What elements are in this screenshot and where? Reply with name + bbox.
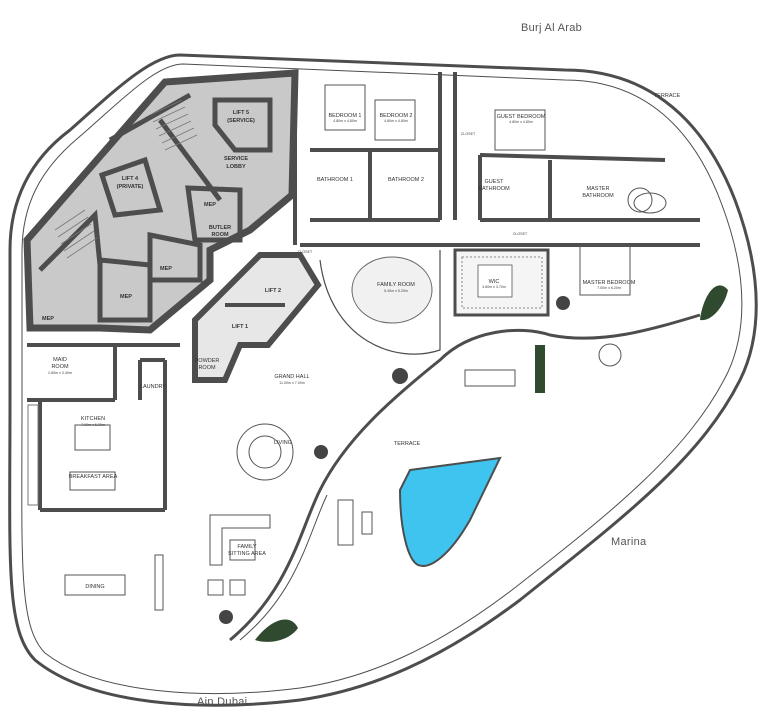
label-lift-5-sub: (SERVICE) bbox=[227, 118, 255, 124]
stair-hatching bbox=[54, 99, 198, 259]
dim-bedroom-1: 4.80m x 4.80m bbox=[333, 119, 357, 123]
inner-terrace-outline bbox=[21, 63, 743, 694]
label-mep-b: MEP bbox=[160, 266, 172, 272]
label-family-sitting-sub: SITTING AREA bbox=[228, 551, 266, 557]
label-dining: DINING bbox=[85, 584, 104, 590]
label-terrace-top: TERRACE bbox=[654, 93, 681, 99]
kitchen-walls bbox=[27, 343, 180, 512]
dim-family-room: 5.40m x 5.20m bbox=[384, 289, 408, 293]
label-mep-c: MEP bbox=[120, 294, 132, 300]
family-room-arc bbox=[319, 250, 441, 355]
label-mep-a: MEP bbox=[204, 202, 216, 208]
label-living: LIVING bbox=[274, 440, 292, 446]
furniture bbox=[64, 84, 667, 611]
room-labels: LIFT 5 (SERVICE) SERVICE LOBBY LIFT 4 (P… bbox=[42, 93, 680, 590]
label-master-bathroom-sub: BATHROOM bbox=[582, 193, 614, 199]
breakfast-table bbox=[69, 471, 116, 491]
label-pantry-sub: ROOM bbox=[211, 232, 229, 238]
planter-round-3 bbox=[219, 610, 233, 624]
kitchen-island bbox=[74, 424, 111, 451]
outer-terrace-outline bbox=[8, 53, 758, 707]
context-label-top: Burj Al Arab bbox=[521, 22, 583, 34]
label-wic: WIC bbox=[489, 279, 500, 285]
label-kitchen: KITCHEN bbox=[81, 416, 105, 422]
label-breakfast: BREAKFAST AREA bbox=[69, 474, 118, 480]
family-room-rug bbox=[351, 256, 433, 324]
label-family-sitting: FAMILY bbox=[237, 544, 256, 550]
label-closet-a: CLOSET bbox=[298, 250, 313, 254]
label-bedroom-2: BEDROOM 2 bbox=[379, 113, 412, 119]
swimming-pool bbox=[398, 456, 502, 567]
label-master-bedroom: MASTER BEDROOM bbox=[583, 280, 636, 286]
dim-grand-hall: 11.00m x 7.00m bbox=[279, 381, 305, 385]
dim-maid-room: 2.80m x 3.40m bbox=[48, 371, 72, 375]
label-lift-4: LIFT 4 bbox=[122, 176, 139, 182]
label-grand-hall: GRAND HALL bbox=[274, 374, 309, 380]
label-powder: POWDER bbox=[195, 358, 220, 364]
label-laundry: LAUNDRY bbox=[140, 384, 167, 390]
label-bathroom-1: BATHROOM 1 bbox=[317, 177, 353, 183]
label-service-lobby: SERVICE bbox=[224, 156, 248, 162]
label-guest-bedroom: GUEST BEDROOM bbox=[497, 114, 546, 120]
label-family-room: FAMILY ROOM bbox=[377, 282, 415, 288]
planter-round-1 bbox=[392, 368, 408, 384]
label-powder-sub: ROOM bbox=[198, 365, 216, 371]
planter-right bbox=[700, 285, 728, 321]
label-guest-bathroom-sub: BATHROOM bbox=[478, 186, 510, 192]
label-service-lobby-sub: LOBBY bbox=[226, 164, 246, 170]
label-lift-5: LIFT 5 bbox=[233, 110, 249, 116]
dim-guest-bedroom: 4.80m x 4.80m bbox=[509, 120, 533, 124]
planter-round-2 bbox=[314, 445, 328, 459]
label-master-bathroom: MASTER bbox=[587, 186, 610, 192]
dim-bedroom-2: 4.80m x 4.80m bbox=[384, 119, 408, 123]
label-terrace: TERRACE bbox=[394, 441, 421, 447]
label-maid-room: MAID bbox=[53, 357, 67, 363]
bedroom-wing-walls bbox=[293, 72, 700, 247]
dim-wic: 3.80m x 3.70m bbox=[482, 285, 506, 289]
label-lift-1: LIFT 1 bbox=[232, 324, 248, 330]
label-closet-c: CLOSET bbox=[513, 232, 528, 236]
dim-master-bedroom: 7.00m x 6.20m bbox=[597, 286, 621, 290]
interior-terrace-boundary bbox=[229, 313, 701, 642]
core-partitions bbox=[38, 92, 273, 323]
label-lift-2: LIFT 2 bbox=[265, 288, 281, 294]
label-maid-room-sub: ROOM bbox=[51, 364, 69, 370]
lift-core bbox=[192, 252, 322, 383]
label-guest-bathroom: GUEST bbox=[485, 179, 505, 185]
dim-kitchen: 7.00m x 5.20m bbox=[81, 423, 105, 427]
planter-bar bbox=[535, 345, 545, 393]
label-bathroom-2: BATHROOM 2 bbox=[388, 177, 424, 183]
planter-bottom bbox=[255, 619, 298, 642]
context-label-right: Marina bbox=[611, 536, 647, 548]
label-lift-4-sub: (PRIVATE) bbox=[117, 184, 144, 190]
label-bedroom-1: BEDROOM 1 bbox=[328, 113, 361, 119]
planter-round-4 bbox=[556, 296, 570, 310]
label-pantry: BUTLER bbox=[209, 225, 231, 231]
label-mep-d: MEP bbox=[42, 316, 54, 322]
label-closet-b: CLOSET bbox=[461, 132, 476, 136]
